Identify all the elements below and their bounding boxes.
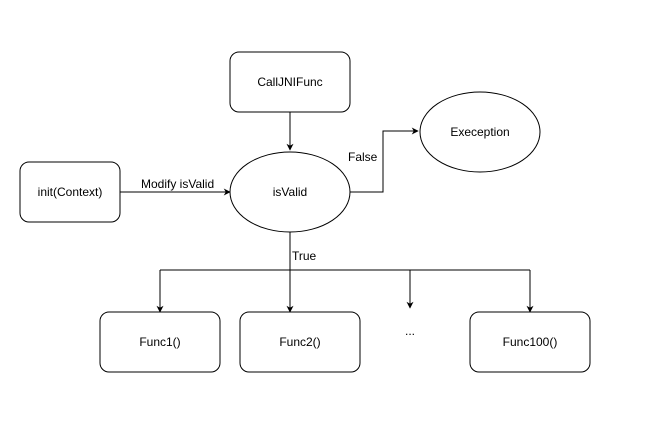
node-func100-label: Func100()	[503, 335, 558, 349]
edge-label-true: True	[292, 249, 317, 263]
node-calljnifunc-label: CallJNIFunc	[257, 75, 322, 89]
node-exception: Exeception	[419, 91, 541, 173]
node-func100: Func100()	[469, 311, 591, 373]
node-init-context: init(Context)	[19, 161, 121, 223]
node-init-context-label: init(Context)	[38, 185, 103, 199]
node-func1: Func1()	[99, 311, 221, 373]
edges	[120, 112, 534, 313]
edge-isvalid-to-exception	[350, 127, 419, 193]
node-exception-label: Exeception	[450, 125, 509, 139]
node-calljnifunc: CallJNIFunc	[229, 51, 351, 113]
node-isvalid-label: isValid	[273, 185, 307, 199]
node-isvalid: isValid	[229, 151, 351, 233]
node-ellipsis: ...	[405, 324, 415, 338]
node-func2: Func2()	[239, 311, 361, 373]
edge-label-false: False	[348, 150, 378, 164]
node-func1-label: Func1()	[139, 335, 180, 349]
edge-label-modify: Modify isValid	[141, 177, 214, 191]
node-func2-label: Func2()	[279, 335, 320, 349]
